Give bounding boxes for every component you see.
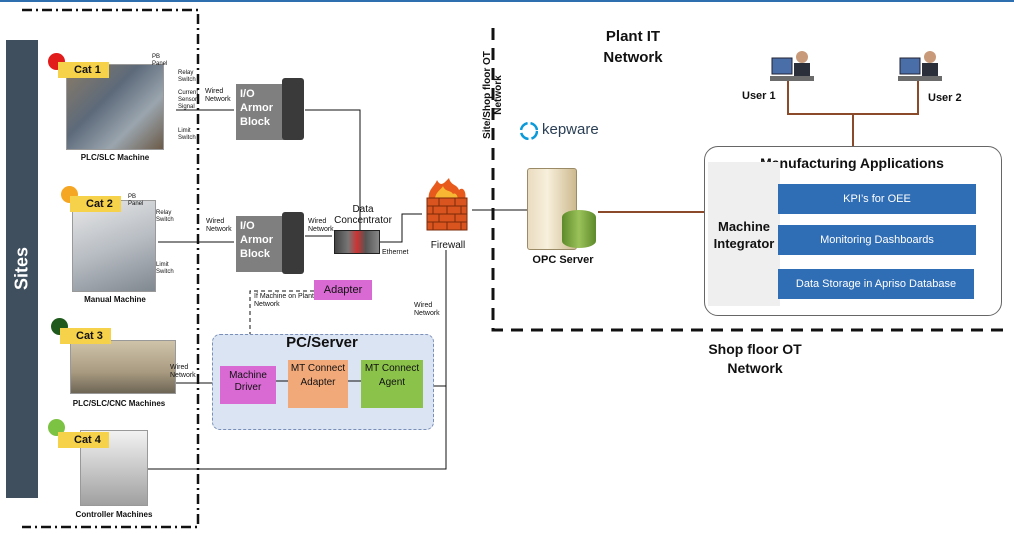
cat3-wired-network: Wired Network (170, 364, 196, 379)
machine-integrator-label: Machine Integrator (713, 219, 775, 251)
mt-connect-adapter-box: MT Connect Adapter (288, 360, 348, 408)
kepware-logo-icon (519, 121, 539, 141)
cat4-caption: Controller Machines (75, 510, 153, 519)
database-icon (562, 210, 596, 248)
if-machine-label: If Machine on Plant Network (254, 293, 314, 308)
user-1-icon (770, 48, 814, 84)
firewall-label: Firewall (430, 240, 466, 251)
cat1-sensor-current: Current Sensor Signal (178, 90, 199, 110)
cat2-label: Cat 2 (70, 196, 121, 212)
user-2-label: User 2 (928, 92, 962, 104)
cat3-caption: PLC/SLC/CNC Machines (72, 399, 166, 408)
user-1-label: User 1 (742, 90, 776, 102)
shop-floor-ot-network-label: Shop floor OT Network (708, 341, 802, 376)
cat1-sensor-relay: Relay Switch (178, 70, 196, 83)
cat1-caption: PLC/SLC Machine (80, 153, 150, 162)
mt-connect-agent-box: MT Connect Agent (361, 360, 423, 408)
io-armor-block-2: I/O Armor Block (236, 216, 286, 272)
cat2-caption: Manual Machine (84, 295, 146, 304)
kepware-label: kepware (542, 121, 599, 138)
data-concentrator-icon (334, 230, 380, 254)
io1-wired-network: Wired Network (205, 88, 231, 103)
cat1-label: Cat 1 (58, 62, 109, 78)
sites-label: Sites (11, 246, 32, 291)
opc-server-label: OPC Server (532, 254, 594, 266)
io-armor-block-1: I/O Armor Block (236, 84, 286, 140)
cat4-status-dot (48, 419, 65, 436)
cat1-machine-image (66, 64, 164, 150)
plant-it-network-label: Plant IT Network (603, 28, 663, 66)
manufacturing-apps-title: Manufacturing Applications (760, 155, 944, 171)
cat3-label: Cat 3 (60, 328, 111, 344)
cat2-sensor-limit: Limit Switch (156, 262, 174, 275)
pc-server-arrows (276, 380, 361, 382)
app-kpi-oee: KPI’s for OEE (778, 184, 976, 214)
pc-server-title: PC/Server (286, 334, 358, 351)
adapter-box: Adapter (314, 280, 372, 300)
ethernet-label: Ethernet (382, 249, 409, 256)
site-ot-network-label: Site/Shop floor OT Network (482, 51, 504, 139)
data-concentrator-label: Data Concentrator (334, 204, 392, 226)
concentrator-wired-network: Wired Network (308, 218, 334, 233)
cat1-sensor-pb: PB Panel (152, 54, 168, 67)
machine-driver-box: Machine Driver (220, 366, 276, 404)
app-data-storage: Data Storage in Apriso Database (778, 269, 974, 299)
machine-integrator-panel (708, 162, 780, 306)
app-monitoring-dashboards: Monitoring Dashboards (778, 225, 976, 255)
cat1-sensor-limit: Limit Switch (178, 128, 196, 141)
io-module-2-icon (282, 212, 304, 274)
cat2-machine-image (72, 200, 156, 292)
sites-bar (6, 40, 38, 498)
firewall-icon (423, 178, 471, 232)
user-2-icon (898, 48, 942, 84)
io2-wired-network: Wired Network (206, 218, 232, 233)
firewall-wired-network: Wired Network (414, 302, 440, 317)
cat3-machine-image (70, 340, 176, 394)
cat4-label: Cat 4 (58, 432, 109, 448)
cat2-sensor-relay: Relay Switch (156, 210, 174, 223)
top-rule (0, 0, 1014, 2)
io-module-1-icon (282, 78, 304, 140)
cat2-sensor-pb: PB Panel (128, 194, 144, 207)
